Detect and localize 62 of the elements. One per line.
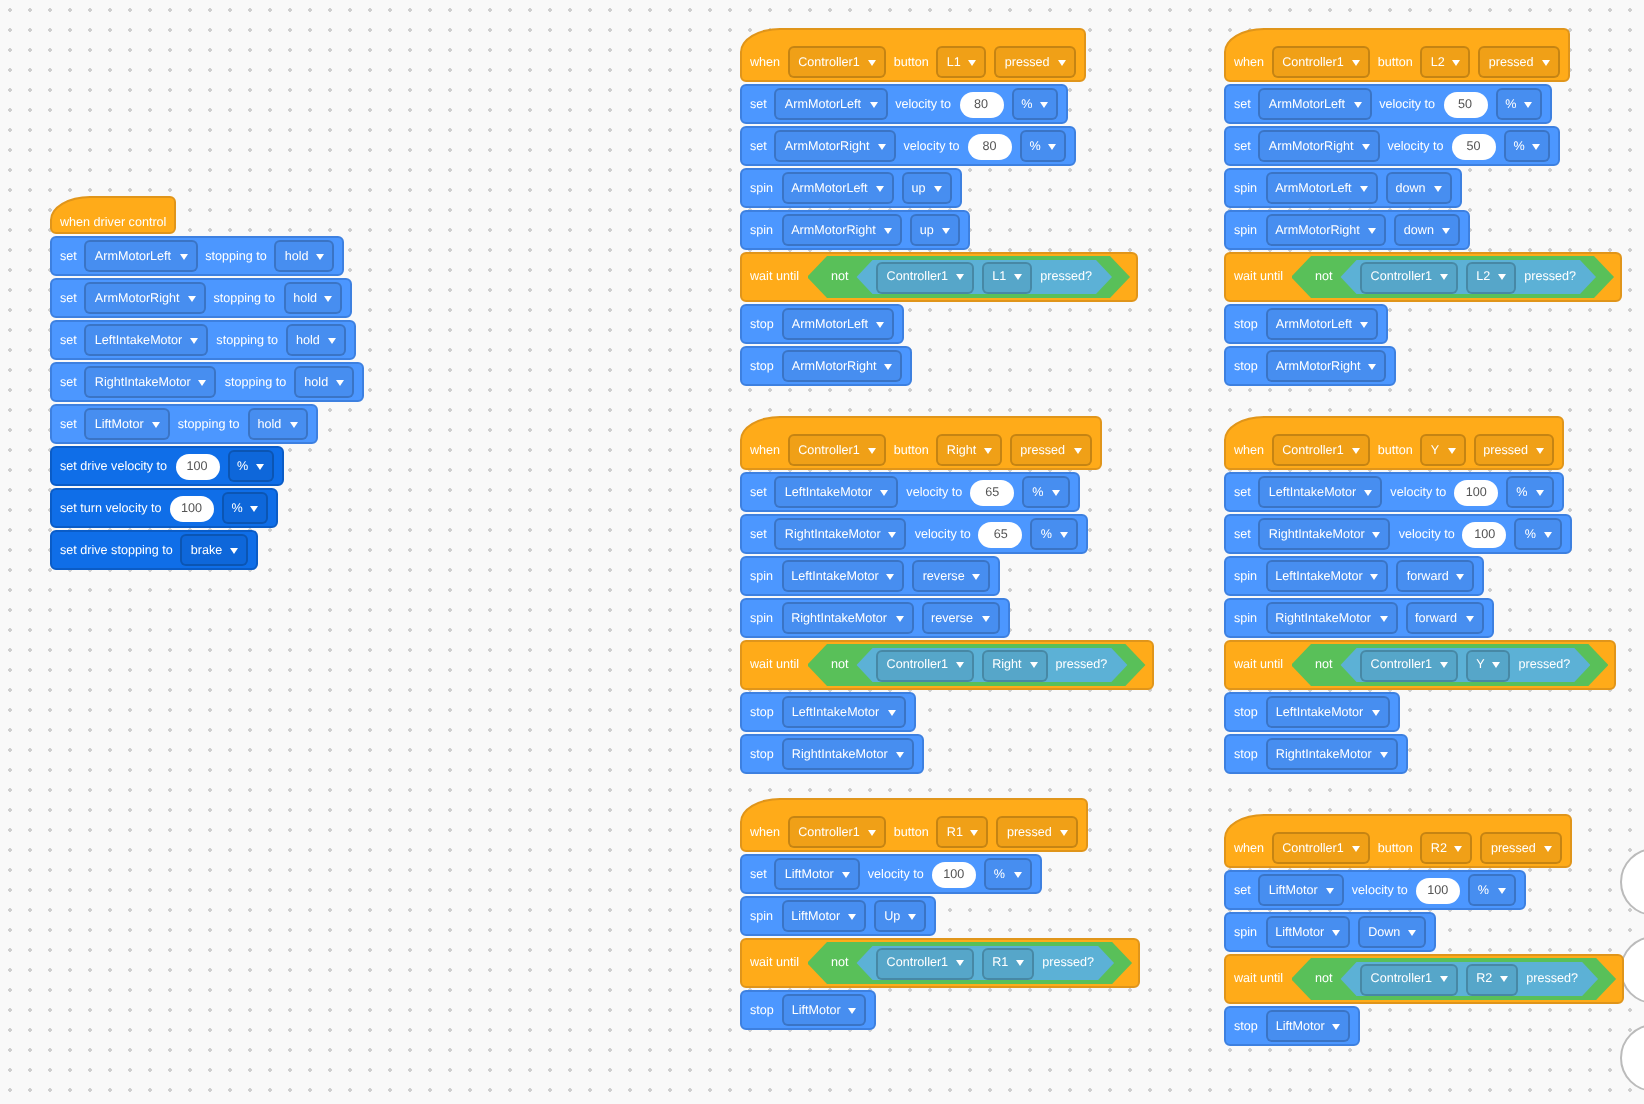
- condition-block: [856, 260, 1112, 294]
- command-block: [1224, 870, 1526, 910]
- command-block: [1224, 556, 1485, 596]
- operator-block: [807, 256, 1130, 298]
- command-block: [740, 734, 924, 774]
- operator-block: [807, 644, 1146, 686]
- wait-block: [1224, 954, 1625, 1004]
- command-block: [1224, 346, 1397, 386]
- wait-block: [1224, 252, 1622, 302]
- command-block: [740, 84, 1069, 124]
- condition-block: [1340, 260, 1596, 294]
- condition-block: [1340, 962, 1599, 996]
- command-block: [50, 278, 353, 318]
- command-block: [740, 472, 1080, 512]
- command-block: [1224, 1006, 1361, 1046]
- command-block: [50, 404, 318, 444]
- event-block: [1224, 814, 1572, 868]
- wait-block: [740, 252, 1138, 302]
- command-block: [1224, 734, 1408, 774]
- operator-block: [807, 942, 1133, 984]
- command-block: [50, 362, 365, 402]
- command-block: [1224, 912, 1437, 952]
- command-block: [1224, 304, 1389, 344]
- wait-block: [740, 938, 1141, 988]
- operator-block: [1291, 958, 1617, 1000]
- command-block: [740, 598, 1010, 638]
- command-block: [1224, 126, 1561, 166]
- command-block: [50, 236, 345, 276]
- command-block: [50, 488, 279, 528]
- condition-block: [856, 946, 1115, 980]
- event-block: [740, 798, 1088, 852]
- command-block: [740, 692, 916, 732]
- command-block: [740, 304, 905, 344]
- command-block: [740, 854, 1042, 894]
- command-block: [1224, 514, 1572, 554]
- operator-block: [1291, 256, 1614, 298]
- command-block: [1224, 168, 1462, 208]
- command-block: [1224, 472, 1564, 512]
- command-block: [1224, 210, 1470, 250]
- event-block: [740, 28, 1086, 82]
- wait-block: [740, 640, 1154, 690]
- command-block: [740, 168, 962, 208]
- condition-block: [856, 648, 1128, 682]
- operator-block: [1291, 644, 1609, 686]
- command-block: [50, 320, 356, 360]
- command-block: [740, 210, 970, 250]
- command-block: [740, 346, 913, 386]
- event-block: [1224, 28, 1570, 82]
- command-block: [50, 446, 285, 486]
- command-block: [740, 990, 877, 1030]
- event-block: [1224, 416, 1564, 470]
- command-block: [740, 126, 1077, 166]
- event-block: [740, 416, 1101, 470]
- wait-block: [1224, 640, 1617, 690]
- condition-block: [1340, 648, 1591, 682]
- command-block: [50, 530, 259, 570]
- command-block: [1224, 598, 1494, 638]
- command-block: [740, 514, 1088, 554]
- command-block: [740, 556, 1001, 596]
- command-block: [740, 896, 937, 936]
- command-block: [1224, 692, 1400, 732]
- command-block: [1224, 84, 1553, 124]
